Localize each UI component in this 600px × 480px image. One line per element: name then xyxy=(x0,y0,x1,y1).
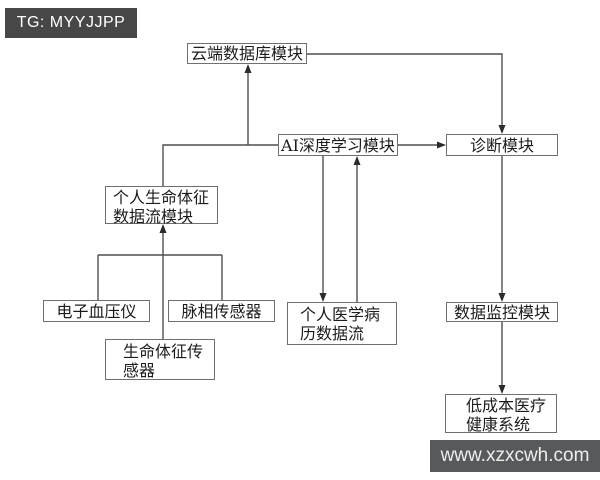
telegram-watermark-badge: TG: MYYJJPP xyxy=(5,8,137,38)
arrowhead-down-lowcost xyxy=(498,385,506,394)
node-vital-sign-stream: 个人生命体征 数据流模块 xyxy=(105,186,218,226)
arrowhead-down-record xyxy=(319,293,327,302)
node-diagnosis: 诊断模块 xyxy=(446,134,558,156)
arrowhead-up-clouddb xyxy=(244,64,252,73)
site-watermark-badge: www.xzxcwh.com xyxy=(430,440,600,472)
arrowhead-up-vitalstream xyxy=(159,224,167,233)
node-bp-monitor: 电子血压仪 xyxy=(43,300,150,322)
edge-vitalstream-to-ai xyxy=(162,144,278,186)
node-low-cost-system: 低成本医疗 健康系统 xyxy=(445,394,557,434)
edge-clouddb-to-diagnosis xyxy=(307,53,503,132)
arrowhead-down-diagnosis xyxy=(498,125,506,134)
arrowhead-down-monitor xyxy=(498,293,506,302)
node-data-monitor: 数据监控模块 xyxy=(446,302,558,322)
arrowhead-up-ai xyxy=(353,156,361,165)
node-pulse-sensor: 脉相传感器 xyxy=(168,300,275,322)
node-ai-deep-learning: AI深度学习模块 xyxy=(278,134,398,156)
node-medical-record-stream: 个人医学病 历数据流 xyxy=(287,302,397,345)
node-cloud-database: 云端数据库模块 xyxy=(187,43,307,64)
node-vital-sensor: 生命体征传 感器 xyxy=(105,339,215,380)
arrowhead-right-diagnosis xyxy=(437,141,446,149)
